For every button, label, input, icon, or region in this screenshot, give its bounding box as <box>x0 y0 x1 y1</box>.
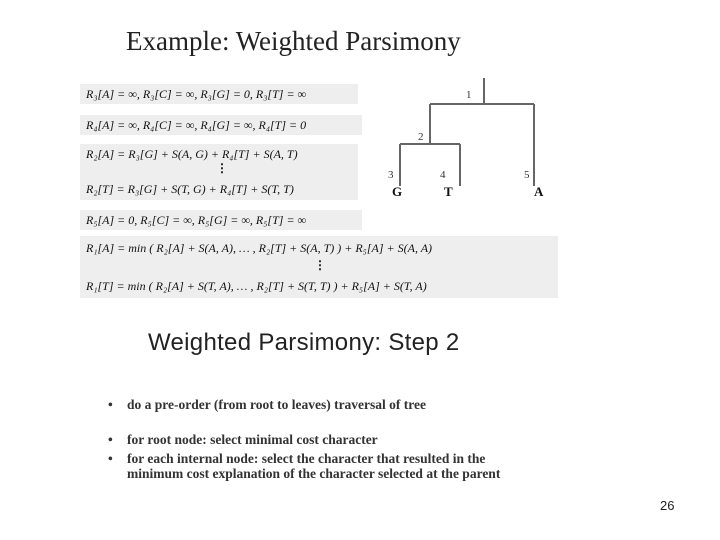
page-number: 26 <box>660 498 675 513</box>
vertical-ellipsis: ⋮ <box>216 161 228 175</box>
equation-r2-a: R₂[A] = R₃[G] + S(A, G) + R₄[T] + S(A, T… <box>86 147 298 161</box>
equation-r1-a: R₁[A] = min ( R₂[A] + S(A, A), … , R₂[T]… <box>86 241 433 255</box>
bullet-item: • for each internal node: select the cha… <box>108 451 548 501</box>
equation-box-r2: R₂[A] = R₃[G] + S(A, G) + R₄[T] + S(A, T… <box>80 144 358 200</box>
leaf-label-a: A <box>534 184 544 199</box>
equation-r3: R₃[A] = ∞, R₃[C] = ∞, R₃[G] = 0, R₃[T] =… <box>86 87 307 101</box>
bullet-mark: • <box>108 451 113 466</box>
equation-r2-t: R₂[T] = R₃[G] + S(T, G) + R₄[T] + S(T, T… <box>86 182 294 196</box>
section-title: Weighted Parsimony: Step 2 <box>148 329 460 356</box>
leaf-label-t: T <box>444 184 453 199</box>
bullet-item: • for root node: select minimal cost cha… <box>108 432 548 448</box>
equation-box-r3: R₃[A] = ∞, R₃[C] = ∞, R₃[G] = 0, R₃[T] =… <box>80 84 358 104</box>
bullet-text: for each internal node: select the chara… <box>127 451 501 481</box>
node-label-1: 1 <box>466 89 472 101</box>
slide-title: Example: Weighted Parsimony <box>126 26 461 56</box>
node-label-3: 3 <box>388 169 394 181</box>
equation-r5: R₅[A] = 0, R₅[C] = ∞, R₅[G] = ∞, R₅[T] =… <box>86 213 307 227</box>
node-label-2: 2 <box>418 131 424 143</box>
vertical-ellipsis: ⋮ <box>314 258 326 272</box>
phylogenetic-tree: 1 2 3 4 5 G T A <box>388 78 544 199</box>
equation-box-r4: R₄[A] = ∞, R₄[C] = ∞, R₄[G] = ∞, R₄[T] =… <box>80 115 362 135</box>
equation-box-r5: R₅[A] = 0, R₅[C] = ∞, R₅[G] = ∞, R₅[T] =… <box>80 210 362 230</box>
node-label-4: 4 <box>440 169 446 181</box>
bullet-mark: • <box>108 432 113 447</box>
bullet-text: for root node: select minimal cost chara… <box>127 432 378 447</box>
equation-r4: R₄[A] = ∞, R₄[C] = ∞, R₄[G] = ∞, R₄[T] =… <box>86 118 307 132</box>
equation-box-r1: R₁[A] = min ( R₂[A] + S(A, A), … , R₂[T]… <box>80 236 558 298</box>
equation-r1-t: R₁[T] = min ( R₂[A] + S(T, A), … , R₂[T]… <box>86 279 427 293</box>
bullet-text: do a pre-order (from root to leaves) tra… <box>127 397 427 412</box>
bullet-mark: • <box>108 397 113 412</box>
leaf-label-g: G <box>392 184 402 199</box>
node-label-5: 5 <box>524 169 530 181</box>
bullet-item: • do a pre-order (from root to leaves) t… <box>108 397 548 413</box>
